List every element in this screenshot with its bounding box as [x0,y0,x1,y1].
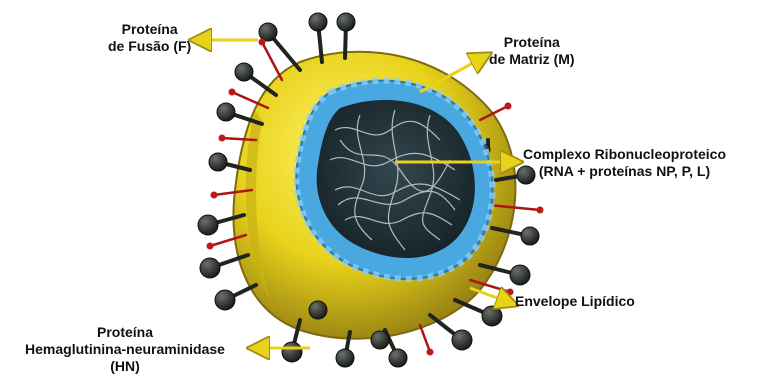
label-hn-protein: Proteína Hemaglutinina-neuraminidase (HN… [0,324,250,375]
label-hn-protein-line1: Proteína [0,324,250,341]
label-matrix-protein-line2: de Matriz (M) [489,51,575,68]
label-matrix-protein-line1: Proteína [489,34,575,51]
label-matrix-protein: Proteína de Matriz (M) [489,34,575,68]
label-ribonucleoprotein-complex-line1: Complexo Ribonucleoproteico [523,146,726,163]
label-lipid-envelope: Envelope Lipídico [515,293,635,310]
label-fusion-protein-line1: Proteína [108,21,191,38]
label-fusion-protein: Proteína de Fusão (F) [108,21,191,55]
label-fusion-protein-line2: de Fusão (F) [108,38,191,55]
label-ribonucleoprotein-complex: Complexo Ribonucleoproteico (RNA + prote… [523,146,726,180]
label-lipid-envelope-line1: Envelope Lipídico [515,293,635,310]
label-ribonucleoprotein-complex-line2: (RNA + proteínas NP, P, L) [523,163,726,180]
label-hn-protein-line2: Hemaglutinina-neuraminidase [0,341,250,358]
label-hn-protein-line3: (HN) [0,358,250,375]
